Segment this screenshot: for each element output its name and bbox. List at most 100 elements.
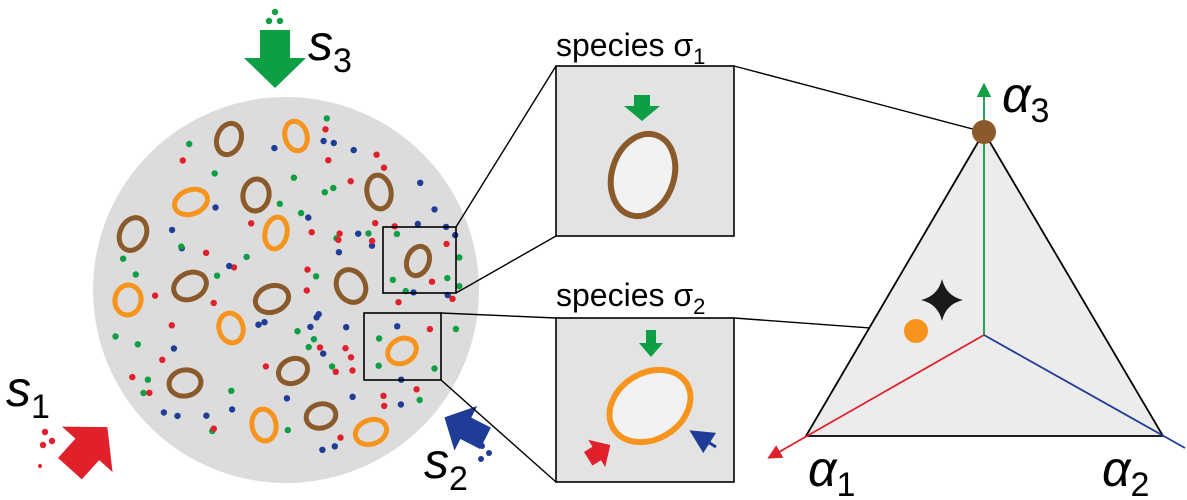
nutrient-dot [305, 343, 312, 351]
nutrient-dot [310, 336, 318, 343]
nutrient-dot [276, 200, 283, 207]
nutrient-dot [381, 402, 388, 410]
nutrient-dot [255, 321, 262, 328]
species2-cell [352, 416, 390, 448]
nutrient-dot [413, 386, 420, 393]
nutrient-dot [337, 434, 344, 441]
nutrient-dot [456, 254, 463, 261]
alpha3-label: α3 [1002, 67, 1049, 130]
species1-cell [303, 401, 339, 431]
nutrient-dot [304, 266, 311, 273]
nutrient-dot [146, 389, 153, 396]
alpha1-label: α1 [808, 441, 855, 500]
nutrient-dot [160, 409, 168, 416]
species2-uptake-arrow-blue [689, 430, 717, 454]
nutrient-dot [129, 373, 136, 381]
nutrient-dot [380, 164, 388, 171]
s2-label: s2 [424, 433, 468, 498]
species1-cell [213, 120, 245, 158]
nutrient-dot [323, 115, 330, 122]
nutrient-dot [443, 240, 450, 248]
zoom-box-species2 [363, 312, 442, 381]
nutrient-dot [203, 412, 210, 419]
species2-cell [606, 366, 694, 446]
nutrient-dot [313, 314, 320, 321]
nutrient-dot [168, 226, 176, 234]
species1-cell [166, 367, 204, 399]
star-marker-icon [921, 279, 963, 321]
nutrient-dot [452, 325, 460, 333]
species2-cell [282, 118, 310, 154]
nutrient-dot [444, 274, 451, 282]
arrow-s2-icon [444, 406, 492, 462]
nutrient-dot [132, 271, 139, 278]
nutrient-dot [331, 443, 338, 450]
species1-cell [275, 355, 311, 387]
nutrient-dot [248, 220, 255, 227]
nutrient-dot [449, 295, 456, 302]
species2-title: species σ2 [556, 277, 705, 319]
nutrient-dot [174, 412, 181, 420]
species2-cell [249, 406, 279, 444]
nutrient-dot [170, 345, 178, 352]
nutrient-dot [347, 354, 355, 361]
species2-uptake-arrow-red [584, 439, 611, 468]
nutrient-dot [426, 325, 434, 333]
nutrient-dot [349, 393, 356, 400]
nutrient-dot [417, 179, 424, 186]
species2-uptake-arrow-green [639, 330, 663, 357]
nutrient-dot [320, 137, 327, 145]
nutrient-dot [375, 335, 383, 342]
species1-title: species σ1 [556, 27, 705, 69]
nutrient-dot [368, 237, 376, 245]
species1-uptake-arrow [624, 95, 660, 121]
nutrient-dot [428, 278, 436, 285]
nutrient-dot [375, 362, 382, 369]
nutrient-dot [394, 323, 401, 330]
nutrient-dot [186, 140, 193, 148]
nutrient-dot [119, 255, 127, 262]
nutrient-dot [294, 328, 301, 335]
nutrient-dot [212, 204, 219, 211]
species2-cell [216, 310, 246, 346]
species1-cell [171, 269, 209, 303]
species1-cell [116, 215, 150, 253]
species1-point [972, 120, 996, 144]
nutrient-dot [228, 406, 236, 413]
nutrient-dot [303, 287, 310, 294]
nutrient-dot [319, 446, 326, 453]
nutrient-dot [321, 189, 328, 196]
nutrient-dot [151, 292, 159, 299]
nutrient-dot [230, 264, 238, 271]
nutrient-dot [179, 157, 186, 164]
nutrient-dot [395, 299, 402, 306]
nutrient-dot [431, 206, 438, 213]
nutrient-dot [297, 209, 305, 217]
nutrient-dot [350, 146, 357, 154]
species1-cell [403, 243, 433, 279]
nutrient-dot [284, 426, 291, 434]
nutrient-dot [373, 151, 380, 158]
nutrient-dot [159, 356, 166, 363]
nutrient-dot [355, 230, 362, 237]
species1-cell [364, 172, 394, 212]
axis-alpha1 [767, 334, 985, 459]
species1-cell [252, 282, 292, 316]
nutrient-dot [168, 322, 175, 329]
nutrient-dot [335, 249, 343, 256]
nutrient-dot [416, 396, 423, 404]
axis-alpha2 [983, 334, 1186, 449]
nutrient-dot [261, 319, 268, 326]
nutrient-dot [335, 236, 342, 243]
nutrient-dot [283, 395, 291, 402]
species2-point [904, 319, 928, 343]
s3-label: s3 [308, 15, 352, 80]
nutrient-dot [397, 401, 405, 408]
species1-cell [607, 130, 679, 220]
nutrient-dot [228, 387, 235, 394]
nutrient-dot [368, 242, 376, 249]
nutrient-dot [322, 126, 329, 133]
nutrient-dot [202, 249, 210, 256]
species2-cell [112, 282, 144, 318]
